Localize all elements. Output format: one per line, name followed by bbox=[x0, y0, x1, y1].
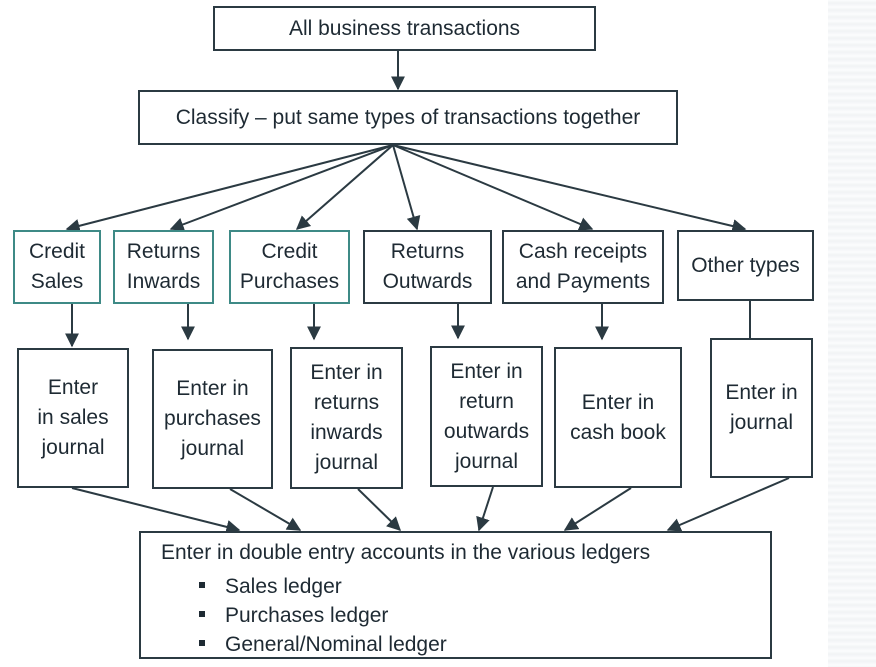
ledgers-box: Enter in double entry accounts in the va… bbox=[139, 531, 772, 659]
journal-purchases: Enter in purchases journal bbox=[152, 349, 273, 489]
arrow-cash-book-to-ledgers bbox=[563, 487, 632, 531]
journal-returns-outwards: Enter in return outwards journal bbox=[430, 346, 543, 487]
ledger-list: Sales ledger Purchases ledger General/No… bbox=[199, 572, 447, 659]
ledger-item-label: Sales ledger bbox=[225, 575, 342, 598]
ledgers-title: Enter in double entry accounts in the va… bbox=[161, 541, 651, 564]
category-credit-sales: Credit Sales bbox=[13, 230, 101, 304]
ledger-item-sales: Sales ledger bbox=[199, 572, 447, 601]
journal-returns-inwards: Enter in returns inwards journal bbox=[290, 347, 403, 489]
arrow-classify-to-other bbox=[392, 144, 747, 233]
journal-sales: Enter in sales journal bbox=[17, 348, 129, 488]
category-other-types: Other types bbox=[677, 230, 814, 301]
arrow-classify-to-cash bbox=[392, 144, 594, 231]
arrow-journal-to-ledgers bbox=[666, 477, 790, 532]
ledger-item-label: General/Nominal ledger bbox=[225, 633, 447, 656]
arrow-returns-outwards-journal-to-ledgers bbox=[476, 486, 494, 532]
arrow-classify-to-credit-purchases bbox=[295, 144, 394, 230]
arrow-classify-to-returns-inwards bbox=[169, 144, 394, 232]
arrow-returns-inwards-journal-to-ledgers bbox=[357, 488, 402, 531]
category-returns-outwards: Returns Outwards bbox=[363, 230, 492, 304]
ledger-item-label: Purchases ledger bbox=[225, 604, 389, 627]
category-credit-purchases: Credit Purchases bbox=[229, 230, 350, 304]
journal-other: Enter in journal bbox=[710, 338, 813, 478]
classify-box: Classify – put same types of transaction… bbox=[138, 90, 678, 145]
arrow-sales-journal-to-ledgers bbox=[71, 487, 241, 534]
ledger-item-purchases: Purchases ledger bbox=[199, 601, 447, 630]
bullet-icon bbox=[199, 640, 205, 647]
paper-texture bbox=[828, 0, 876, 667]
journal-cash-book: Enter in cash book bbox=[554, 347, 682, 488]
arrow-purchases-journal-to-ledgers bbox=[229, 488, 302, 531]
bullet-icon bbox=[199, 582, 205, 589]
arrow-classify-to-returns-outwards bbox=[392, 144, 421, 231]
ledger-item-general: General/Nominal ledger bbox=[199, 630, 447, 659]
all-transactions-box: All business transactions bbox=[213, 6, 596, 51]
bullet-icon bbox=[199, 611, 205, 618]
arrow-classify-to-credit-sales bbox=[65, 144, 394, 233]
category-returns-inwards: Returns Inwards bbox=[113, 230, 214, 304]
category-cash-receipts-payments: Cash receipts and Payments bbox=[502, 230, 664, 304]
